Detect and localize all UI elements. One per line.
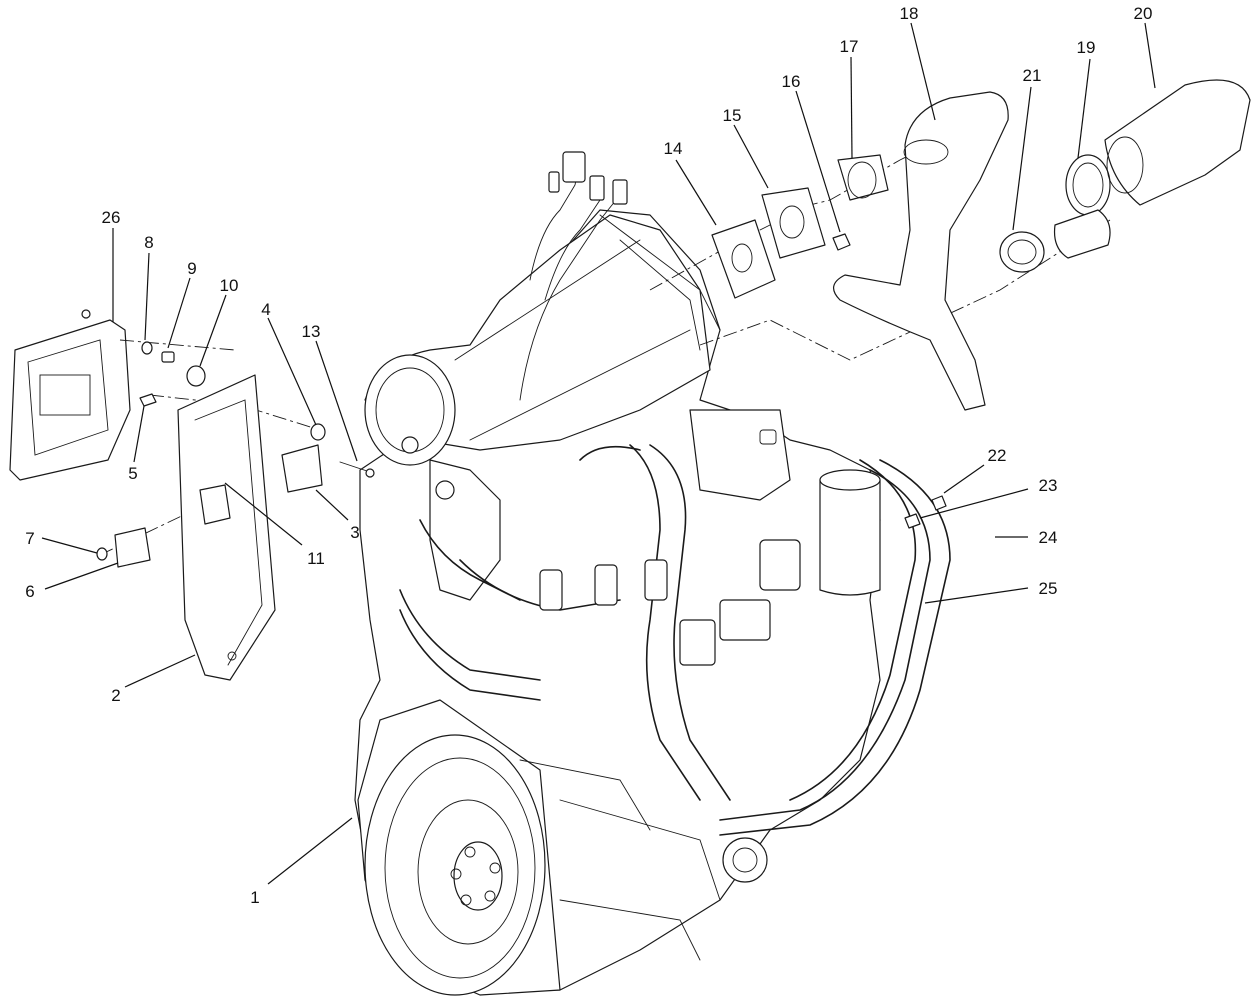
callout-14: 14 [664, 139, 683, 158]
leader-13 [315, 340, 358, 462]
leader-11 [224, 482, 303, 546]
leader-7 [41, 537, 98, 554]
leader-14 [675, 159, 717, 226]
bracket-2 [177, 374, 276, 681]
callout-11: 11 [307, 549, 325, 568]
spacer-9 [161, 351, 175, 363]
callout-18: 18 [900, 4, 919, 23]
leader-lines [41, 22, 1156, 885]
callout-10: 10 [220, 276, 239, 295]
screw-5 [139, 393, 157, 407]
clamp-21 [999, 231, 1045, 273]
leader-5 [133, 405, 145, 463]
pipe-piece [1053, 209, 1111, 259]
leader-20 [1144, 22, 1156, 89]
gasket-14 [711, 219, 776, 299]
leader-4 [267, 317, 317, 426]
leader-25 [924, 587, 1029, 604]
callout-23: 23 [1039, 476, 1058, 495]
callout-21: 21 [1023, 66, 1042, 85]
clamp-17 [837, 154, 889, 201]
leader-10 [199, 294, 227, 367]
leader-9 [167, 277, 191, 349]
callout-7: 7 [25, 529, 34, 548]
nut-7 [96, 547, 108, 561]
leader-21 [1012, 86, 1032, 231]
callout-1: 1 [250, 888, 259, 907]
leader-2 [124, 654, 196, 688]
leader-16 [795, 90, 841, 233]
exhaust-parts [649, 79, 1251, 411]
callout-9: 9 [187, 259, 196, 278]
leader-19 [1077, 58, 1091, 159]
callout-8: 8 [144, 233, 153, 252]
callout-6: 6 [25, 582, 34, 601]
bolt-13 [339, 461, 371, 473]
relay-6 [114, 527, 151, 568]
ecu-bracket-parts [9, 309, 947, 681]
callout-22: 22 [988, 446, 1007, 465]
leader-1 [267, 817, 353, 885]
engine-assembly [354, 151, 951, 996]
leader-17 [850, 56, 853, 159]
leader-15 [733, 124, 769, 189]
callout-15: 15 [723, 106, 742, 125]
callout-3: 3 [350, 523, 359, 542]
callout-5: 5 [128, 464, 137, 483]
ecu-26 [9, 319, 131, 481]
exhaust-pipe-18 [833, 91, 1009, 411]
leader-8 [144, 252, 150, 341]
callout-4: 4 [261, 300, 270, 319]
callout-2: 2 [111, 686, 120, 705]
callout-26: 26 [102, 208, 121, 227]
nut-4 [310, 423, 326, 441]
relay-3 [281, 444, 323, 493]
callout-24: 24 [1039, 528, 1058, 547]
leader-6 [44, 562, 119, 590]
leader-23 [919, 488, 1029, 519]
fitting-22 [931, 495, 947, 511]
leader-18 [910, 22, 936, 121]
callout-labels: 1 2 3 4 5 6 7 8 9 10 11 13 14 15 16 17 1… [25, 4, 1152, 907]
relay-11 [199, 484, 231, 525]
hose-20 [1104, 79, 1251, 206]
flange-15 [761, 187, 826, 259]
grommet-10 [186, 365, 206, 387]
callout-17: 17 [840, 37, 859, 56]
callout-13: 13 [302, 322, 321, 341]
nut-16 [832, 233, 851, 251]
callout-20: 20 [1134, 4, 1153, 23]
fitting-23 [904, 513, 921, 529]
washer-8 [141, 341, 153, 355]
callout-19: 19 [1077, 38, 1096, 57]
leader-3 [315, 489, 349, 521]
callout-25: 25 [1039, 579, 1058, 598]
callout-16: 16 [782, 72, 801, 91]
leader-22 [943, 464, 985, 494]
